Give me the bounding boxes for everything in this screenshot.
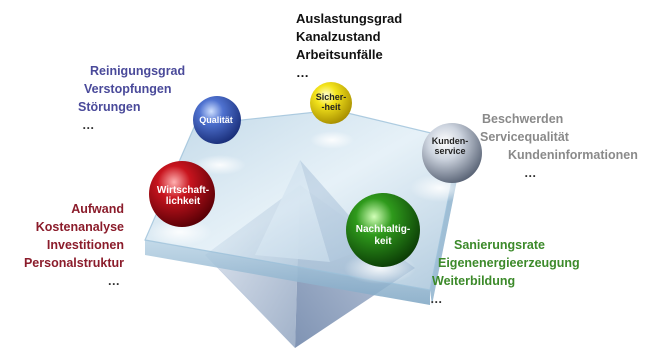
sustainability-indicator: Sanierungsrate [454, 238, 546, 252]
economy-indicator: Kostenanalyse [35, 220, 124, 234]
sustainability-indicator: Weiterbildung [432, 274, 516, 288]
quality-indicator: Verstopfungen [84, 82, 172, 96]
customer-service-indicator: Kundeninformationen [508, 148, 638, 162]
sustainability-indicators: Sanierungsrate Eigenenergieerzeugung Wei… [430, 236, 580, 308]
economy-indicator: Aufwand [71, 202, 124, 216]
economy-sphere-label: Wirtschaft- lichkeit [156, 185, 210, 207]
sustainability-indicator-more: … [430, 292, 443, 306]
sustainability-sphere-label: Nachhaltig- keit [355, 224, 411, 247]
quality-indicator: Störungen [78, 100, 141, 114]
quality-indicators: Reinigungsgrad Verstopfungen Störungen … [78, 62, 185, 134]
economy-indicators: Aufwand Kostenanalyse Investitionen Pers… [8, 200, 124, 290]
quality-indicator: Reinigungsgrad [90, 64, 186, 78]
safety-sphere-label: Sicher- -heit [315, 92, 347, 112]
sustainability-sphere [346, 193, 420, 267]
customer-service-indicator: Beschwerden [482, 112, 564, 126]
safety-indicator: Kanalzustand [296, 29, 381, 44]
customer-service-sphere [422, 123, 482, 183]
quality-sphere [193, 96, 241, 144]
safety-indicators: Auslastungsgrad Kanalzustand Arbeitsunfä… [296, 10, 402, 82]
customer-service-sphere-label: Kunden- service [431, 136, 469, 156]
economy-indicator: Investitionen [46, 238, 124, 252]
quality-indicator-more: … [82, 118, 95, 132]
safety-sphere [310, 82, 352, 124]
economy-indicator-more: … [107, 274, 121, 288]
customer-service-indicator: Servicequalität [480, 130, 569, 144]
safety-indicator: Arbeitsunfälle [296, 47, 383, 62]
economy-sphere [149, 161, 215, 227]
safety-indicator: Auslastungsgrad [296, 11, 403, 26]
customer-service-indicator-more: … [524, 166, 537, 180]
customer-service-indicators: Beschwerden Servicequalität Kundeninform… [480, 110, 638, 182]
safety-indicator-more: … [296, 65, 309, 80]
economy-indicator: Personalstruktur [23, 256, 124, 270]
sustainability-indicator: Eigenenergieerzeugung [438, 256, 580, 270]
quality-sphere-label: Qualität [199, 115, 233, 125]
